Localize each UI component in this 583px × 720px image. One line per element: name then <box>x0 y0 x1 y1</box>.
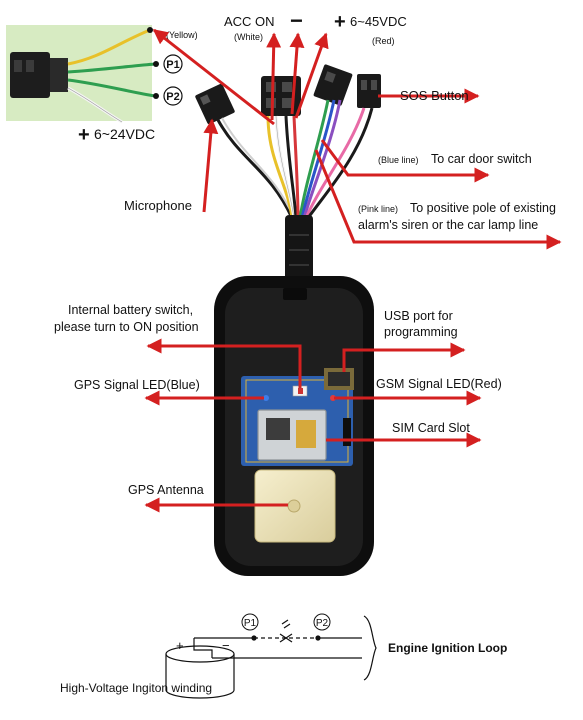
microphone-label: Microphone <box>124 198 192 213</box>
annotation-arrows <box>144 28 562 513</box>
device-labels: Internal battery switch, please turn to … <box>54 303 502 497</box>
arrow-blue-line <box>320 139 490 183</box>
wire-blue <box>300 99 336 219</box>
coil-body <box>165 654 235 699</box>
circuit-minus-label: − <box>222 638 230 653</box>
relay-socket <box>50 58 68 92</box>
arrow-microphone <box>202 118 219 213</box>
arrow-acc-on <box>266 32 282 121</box>
microphone-connector <box>195 83 235 125</box>
relay-wire-green-2 <box>67 78 156 98</box>
circuit-plus-label: + <box>176 638 184 653</box>
p2-marker <box>163 86 183 106</box>
wire-green <box>298 99 330 219</box>
battery-switch-label-2: please turn to ON position <box>54 320 199 334</box>
blue-line-label: To car door switch <box>431 152 532 166</box>
wire-purple <box>302 99 342 219</box>
wire-pink <box>304 107 366 219</box>
pink-line-label-1: To positive pole of existing <box>410 201 556 215</box>
relay-panel: (Yellow) P1 P2 + 6~24VDC <box>6 25 198 146</box>
arrow-pink-line <box>314 149 562 250</box>
ignition-circuit <box>165 615 377 699</box>
gps-led-label: GPS Signal LED(Blue) <box>74 378 200 392</box>
gps-antenna-feed <box>287 499 301 513</box>
p1-marker-label: P1 <box>166 59 179 71</box>
relay-body <box>10 52 50 98</box>
white-label: (White) <box>234 32 263 42</box>
power-plus-label: + <box>334 11 346 33</box>
relay-plus-sign: + <box>78 124 90 146</box>
gps-antenna-label: GPS Antenna <box>128 483 204 497</box>
red-label: (Red) <box>372 36 395 46</box>
wire-red <box>292 115 300 219</box>
circuit-p1-label: P1 <box>244 618 257 629</box>
circuit-p2-label: P2 <box>316 618 329 629</box>
gps-tracker-device <box>214 276 374 576</box>
p1-marker <box>163 54 183 74</box>
relay-wire-yellow <box>67 28 151 66</box>
usb-label-1: USB port for <box>384 309 453 323</box>
relay-wire-green-1 <box>67 62 156 74</box>
relay-voltage-label: 6~24VDC <box>94 126 155 142</box>
circuit-labels: P1 P2 + − Engine Ignition Loop High-Volt… <box>60 613 507 695</box>
relay-yellow-label: (Yellow) <box>166 30 198 40</box>
arrow-battery-switch <box>146 338 302 388</box>
sim-slot-label: SIM Card Slot <box>392 421 470 435</box>
device-cable-port <box>283 288 307 300</box>
arrow-ground <box>289 32 305 115</box>
p2-marker-label: P2 <box>166 91 179 103</box>
pink-line-label-2: alarm's siren or the car lamp line <box>358 218 538 232</box>
engine-loop-label: Engine Ignition Loop <box>388 641 507 655</box>
circuit-switch-symbol <box>279 633 293 643</box>
winding-label: High-Voltage Ingiton winding <box>60 681 212 695</box>
io-connector <box>313 64 353 106</box>
wire-labels: ACC ON (White) − + 6~45VDC (Red) SOS But… <box>124 8 556 232</box>
sos-connector <box>357 74 381 108</box>
wire-mic-black <box>216 119 294 219</box>
gsm-led-label: GSM Signal LED(Red) <box>376 377 502 391</box>
minus-label: − <box>290 8 303 33</box>
loop-bracket <box>363 615 377 681</box>
gps-led <box>263 395 269 401</box>
pink-line-prefix: (Pink line) <box>358 204 398 214</box>
arrow-power <box>294 32 329 119</box>
power-voltage-label: 6~45VDC <box>350 14 407 29</box>
wire-mic-grey <box>221 117 295 219</box>
arrow-relay-yellow <box>152 28 275 126</box>
blue-line-prefix: (Blue line) <box>378 155 419 165</box>
acc-on-label: ACC ON <box>224 14 275 29</box>
sos-label: SOS Button <box>400 88 469 103</box>
wire-harness <box>195 64 381 285</box>
usb-label-2: programming <box>384 325 458 339</box>
wire-yellow <box>266 115 294 219</box>
battery-switch-label-1: Internal battery switch, <box>68 303 193 317</box>
arrow-usb <box>342 342 466 372</box>
wire-black <box>284 115 298 219</box>
